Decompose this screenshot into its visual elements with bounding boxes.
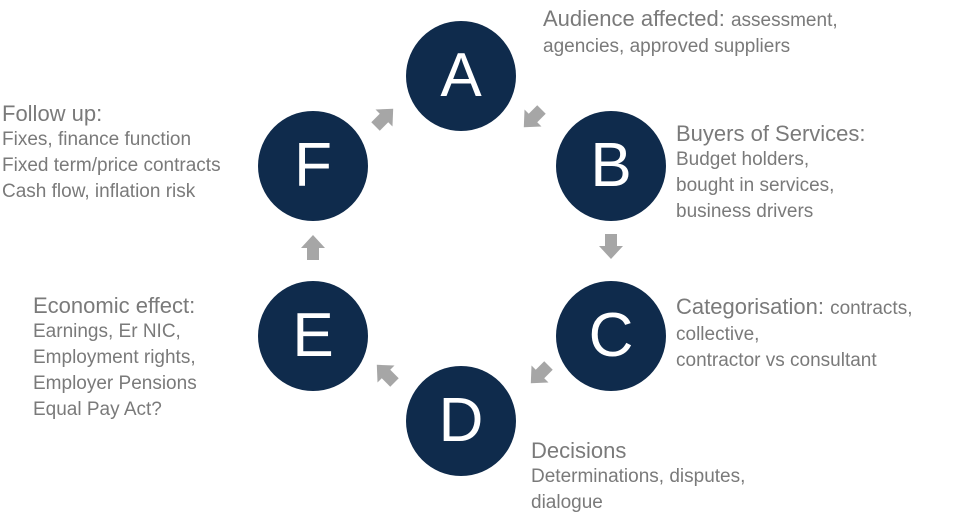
text-a-heading-extra: assessment, — [730, 10, 838, 31]
text-c-heading-extra: contracts, — [830, 298, 913, 319]
text-e-line: Employment rights, — [33, 347, 196, 368]
text-c-line: contractor vs consultant — [676, 350, 877, 371]
text-c-heading-row: Categorisation: contracts, — [676, 293, 912, 322]
node-f: F — [258, 111, 368, 221]
node-d: D — [406, 366, 516, 476]
text-e-line: Earnings, Er NIC, — [33, 321, 181, 342]
arrow-e-to-f-icon — [301, 235, 325, 260]
node-b: B — [556, 111, 666, 221]
text-f-line: Fixes, finance function — [2, 129, 192, 150]
text-c-heading: Categorisation: — [676, 294, 824, 319]
node-c: C — [556, 281, 666, 391]
text-a-line: agencies, approved suppliers — [543, 36, 791, 57]
text-e-line: Equal Pay Act? — [33, 399, 162, 420]
text-a-heading: Audience affected: — [543, 6, 725, 31]
text-b-heading: Buyers of Services: — [676, 121, 866, 146]
arrow-b-to-c-icon — [599, 234, 623, 259]
text-e-heading: Economic effect: — [33, 293, 196, 318]
node-a-letter: A — [440, 41, 482, 110]
text-c: Categorisation: contracts, collective, c… — [676, 293, 912, 374]
node-f-letter: F — [294, 131, 332, 200]
text-e: Economic effect: Earnings, Er NIC, Emplo… — [33, 292, 197, 423]
text-b-line: business drivers — [676, 201, 814, 222]
text-b-line: Budget holders, — [676, 149, 810, 170]
text-d: Decisions Determinations, disputes, dial… — [531, 437, 745, 516]
text-e-line: Employer Pensions — [33, 373, 197, 394]
text-a-heading-row: Audience affected: assessment, — [543, 5, 838, 34]
node-e-letter: E — [292, 301, 334, 370]
text-a: Audience affected: assessment, agencies,… — [543, 5, 838, 60]
text-f-line: Cash flow, inflation risk — [2, 181, 196, 202]
text-f-heading: Follow up: — [2, 101, 103, 126]
arrow-a-to-b-icon — [523, 105, 546, 128]
text-f: Follow up: Fixes, finance function Fixed… — [2, 100, 221, 205]
node-a: A — [406, 21, 516, 131]
text-d-heading: Decisions — [531, 438, 627, 463]
node-b-letter: B — [590, 131, 632, 200]
arrow-d-to-e-icon — [376, 364, 399, 387]
text-d-line: Determinations, disputes, — [531, 466, 746, 487]
node-d-letter: D — [438, 386, 484, 455]
node-e: E — [258, 281, 368, 391]
arrow-f-to-a-icon — [371, 108, 394, 131]
text-b-line: bought in services, — [676, 175, 835, 196]
node-c-letter: C — [588, 301, 634, 370]
text-c-line: collective, — [676, 324, 760, 345]
arrow-c-to-d-icon — [530, 361, 553, 384]
text-f-line: Fixed term/price contracts — [2, 155, 221, 176]
text-d-line: dialogue — [531, 492, 603, 513]
text-b: Buyers of Services: Budget holders, boug… — [676, 120, 866, 225]
